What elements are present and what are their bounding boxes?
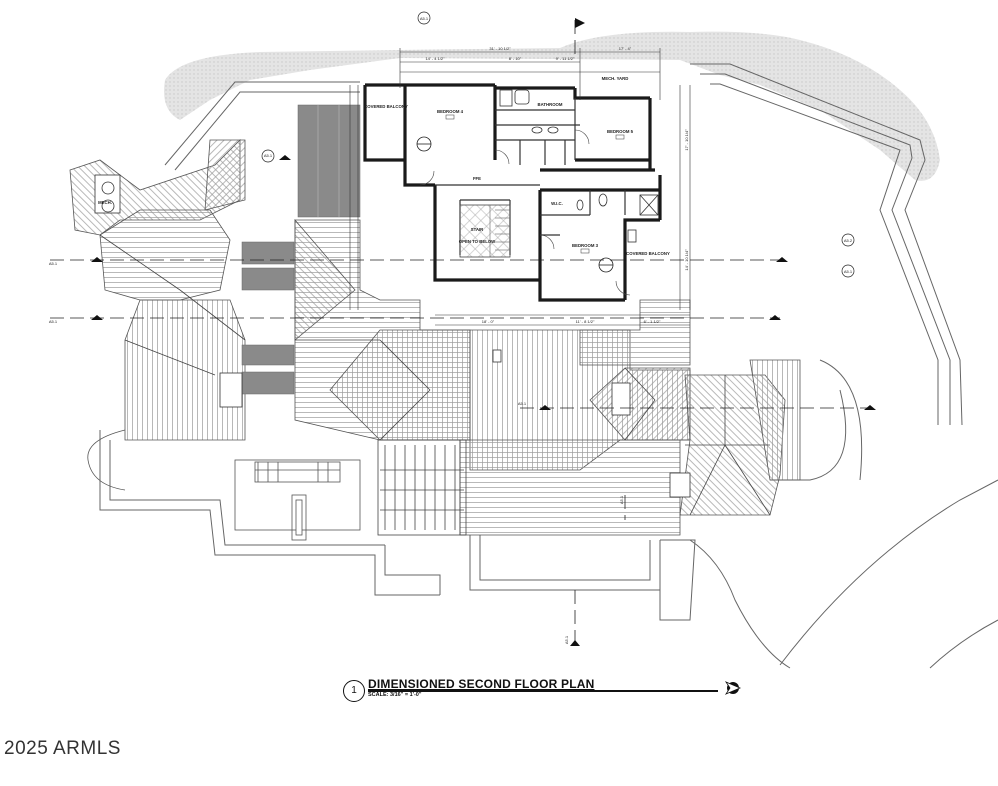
section-tag-bottom: A5.1	[564, 635, 569, 644]
roof-objects	[94, 174, 691, 498]
section-lines	[50, 20, 870, 645]
dim-top-mid2: 9' - 11 1/2"	[556, 56, 575, 61]
fixtures	[499, 89, 659, 243]
room-label-mech: MECH.	[98, 200, 112, 205]
dimension-text: 31' - 10 1/2" 17' - 4" 14' - 4 1/2" 8' -…	[425, 46, 689, 324]
bay-window	[87, 429, 126, 491]
dim-right-side: 17' - 10 1/4"	[684, 129, 689, 151]
drawing-title: DIMENSIONED SECOND FLOOR PLAN	[368, 677, 595, 691]
section-tag-right2: A5.2	[844, 238, 853, 243]
door-swings	[419, 129, 631, 296]
room-label-ffe: FFE	[473, 176, 481, 181]
section-arrows	[91, 18, 876, 646]
section-tag-elev: A5.1	[264, 153, 273, 158]
door-tags	[416, 136, 614, 273]
dimension-lines	[349, 48, 691, 326]
dim-top-right: 17' - 4"	[619, 46, 632, 51]
dim-bottom-left: 18' - 0"	[482, 319, 495, 324]
section-tag-left1: A5.1	[49, 261, 58, 266]
dim-bottom-far-right: 6' - 1 1/2"	[644, 319, 661, 324]
room-label-open-to-below: OPEN TO BELOW	[459, 239, 496, 244]
room-label-bedroom4: BEDROOM 4	[437, 109, 464, 114]
solar-panels	[241, 104, 361, 395]
dim-bottom-right: 11' - 8 1/2"	[576, 319, 595, 324]
drawing-scale: SCALE: 3/16" = 1'-0"	[368, 692, 422, 698]
room-label-bedroom3: BEDROOM 3	[572, 243, 599, 248]
copyright-watermark: 2025 ARMLS	[4, 738, 121, 759]
room-labels: BEDROOM 4 BEDROOM 5 BEDROOM 3 BATHROOM C…	[98, 76, 670, 256]
dim-top-left: 14' - 4 1/2"	[425, 56, 445, 61]
section-tag-right1: A5.1	[844, 269, 853, 274]
dim-top-overall: 31' - 10 1/2"	[489, 46, 511, 51]
tag-bubbles	[261, 11, 855, 278]
courtyard	[234, 459, 361, 541]
pergola	[377, 439, 467, 536]
section-tags: A5.1 A5.1 A5.1 A5.1 A5.1 A5.2 A5.1 A5.1 …	[49, 16, 853, 644]
section-tag-top: A5.1	[420, 16, 429, 21]
section-tag-lower: A5.1	[619, 495, 624, 504]
title-rule	[368, 690, 718, 692]
dim-top-mid: 8' - 10"	[509, 56, 522, 61]
section-tag-center: A5.1	[518, 401, 527, 406]
dim-right-side2: 14' - 10 1/4"	[684, 249, 689, 271]
room-label-covered-balcony-1: COVERED BALCONY	[364, 104, 408, 109]
drawing-number: 1	[343, 680, 365, 702]
room-label-mech-yard: MECH. YARD	[602, 76, 629, 81]
north-arrow-icon	[724, 681, 742, 695]
room-label-bathroom: BATHROOM	[538, 102, 563, 107]
room-label-stair: STAIR	[471, 227, 484, 232]
second-floor-walls	[363, 83, 662, 302]
interior-walls	[435, 98, 626, 255]
roof-ridges	[99, 234, 771, 535]
room-label-wic: W.I.C.	[551, 201, 563, 206]
stair-area	[459, 204, 511, 258]
section-tag-left2: A5.1	[49, 319, 58, 324]
landscape-area	[164, 31, 940, 181]
room-label-bedroom5: BEDROOM 5	[607, 129, 634, 134]
room-label-covered-balcony-2: COVERED BALCONY	[626, 251, 670, 256]
site-outlines	[99, 63, 998, 669]
